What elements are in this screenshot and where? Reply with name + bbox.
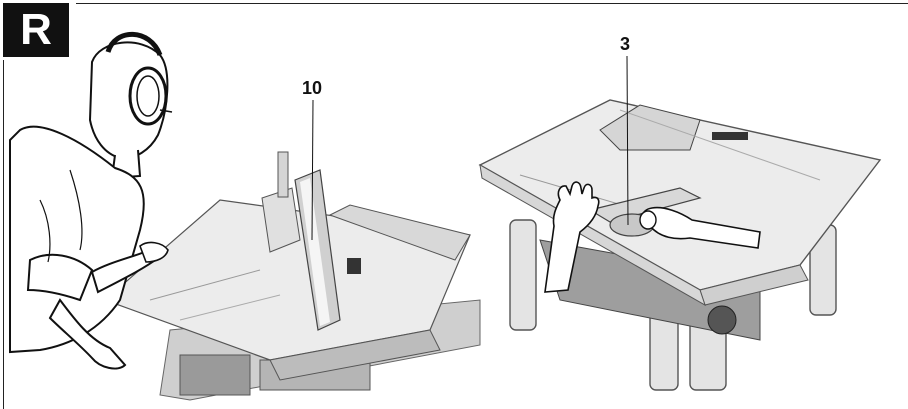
- frame-left-rule: [3, 60, 4, 409]
- table-saw-right: [478, 55, 882, 391]
- operator-with-ear-protection: [9, 31, 173, 370]
- callout-10: 10: [302, 78, 323, 98]
- table-saw-left: [103, 99, 481, 401]
- figure-label: R: [3, 3, 69, 57]
- frame-top-rule: [76, 3, 908, 4]
- callout-3: 3: [620, 34, 631, 54]
- hands-right-scene: [544, 181, 761, 293]
